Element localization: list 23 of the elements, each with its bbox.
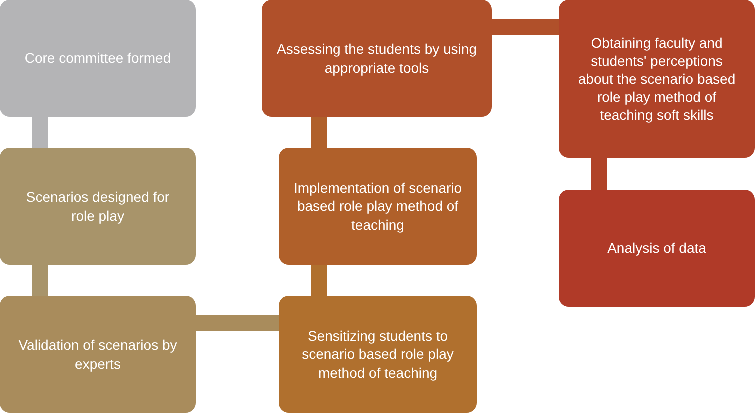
connector-bar [492,19,559,35]
box-label: Scenarios designed for role play [25,188,171,225]
process-box [0,148,196,265]
process-box [559,190,755,307]
connector-bar [311,265,327,296]
connector-bar [311,117,327,148]
box-label: Core committee formed [24,49,172,68]
box-label: Implementation of scenario based role play method of teaching [293,179,463,234]
process-box [0,296,196,413]
process-box [279,296,477,413]
connector-bar [32,117,48,148]
box-label: Analysis of data [608,239,706,258]
process-box [262,0,492,117]
connector-bar [591,158,607,190]
box-label: Validation of scenarios by experts [18,336,178,373]
process-box [0,0,196,117]
box-label: Sensitizing students to scenario based role play method of teaching [301,327,455,382]
box-label: Assessing the students by using appropriate tools [276,40,478,77]
connector-bar [32,265,48,296]
box-label: Obtaining faculty and students' perceptions about the scenario based role play method of teaching soft skills [577,34,737,124]
connector-bar [196,315,279,331]
process-box [279,148,477,265]
process-box [559,0,755,158]
